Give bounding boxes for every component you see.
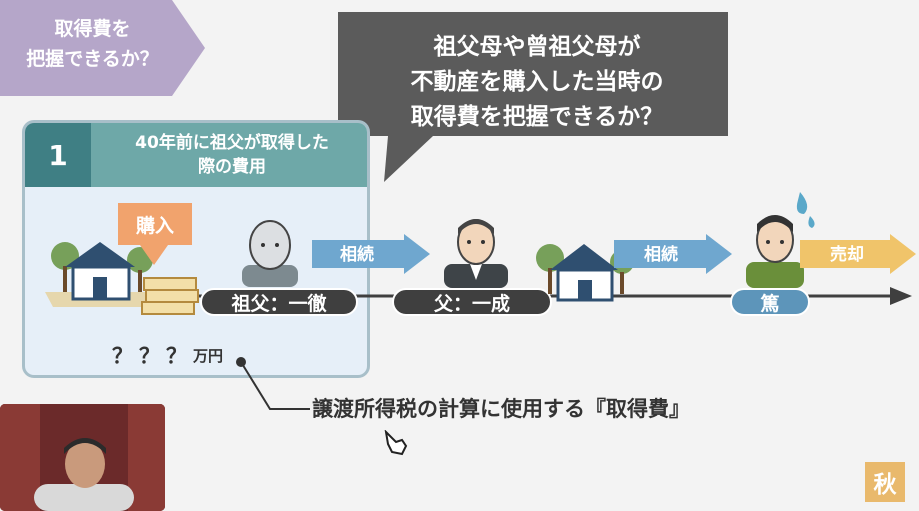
inherit-arrow-2: [614, 234, 732, 274]
father-icon: [444, 219, 508, 288]
panel-title: 40年前に祖父が取得した 際の費用: [91, 123, 367, 187]
son-icon: [746, 192, 815, 288]
inherit-label-1: 相続: [340, 245, 374, 265]
topic-tag-line1: 取得費を: [54, 18, 131, 40]
speech-bubble: [338, 12, 728, 182]
panel-title-line2: 際の費用: [197, 157, 266, 177]
presenter-image: [0, 404, 165, 511]
bubble-line1: 祖父母や曾祖父母が: [433, 34, 641, 60]
unknown-amount: ？？？: [112, 344, 193, 368]
house-icon: [45, 242, 163, 307]
inherit-label-2: 相続: [644, 245, 678, 265]
panel-number: 1: [25, 123, 91, 187]
buy-pointer: [140, 245, 168, 265]
sell-arrow: [800, 234, 916, 274]
bubble-line2: 不動産を購入した当時の: [410, 69, 664, 95]
grandfather-label: 祖父：一徹: [200, 288, 358, 316]
leader-line: [236, 357, 310, 410]
panel-title-line1: 40年前に祖父が取得した: [135, 133, 329, 153]
inherit-arrow-1: [312, 234, 430, 274]
grandfather-icon: [242, 220, 298, 287]
speech-bubble-text: 祖父母や曾祖父母が 不動産を購入した当時の 取得費を把握できるか？: [352, 30, 722, 135]
topic-tag-line2: 把握できるか？: [26, 48, 159, 70]
topic-tag-text: 取得費を 把握できるか？: [10, 14, 175, 74]
money-stack-icon: [141, 277, 199, 315]
buy-label: 購入: [118, 203, 192, 245]
sell-label: 売却: [830, 245, 864, 265]
father-label: 父：一成: [392, 288, 552, 316]
pointer-hand-icon: [384, 430, 408, 456]
bubble-line3: 取得費を把握できるか？: [410, 104, 664, 130]
topic-tag: [0, 0, 205, 96]
unknown-amount-unit: 万円: [193, 347, 224, 365]
purpose-text: 譲渡所得税の計算に使用する『取得費』: [312, 397, 690, 421]
channel-logo: 秋: [865, 462, 905, 502]
son-label: 篤: [730, 288, 810, 316]
presenter-webcam: [0, 404, 165, 511]
